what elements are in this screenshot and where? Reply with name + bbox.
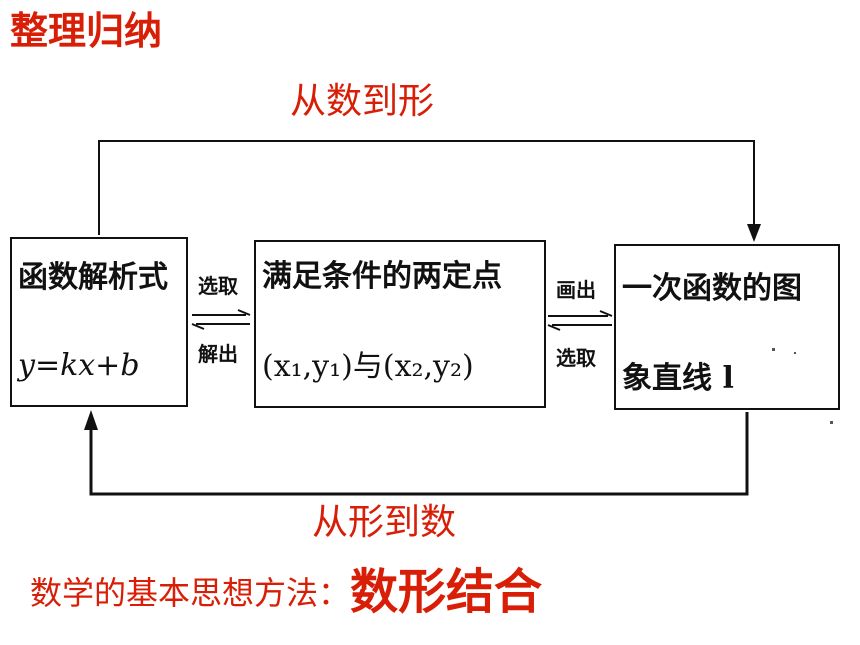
box3-line1: 一次函数的图 [622,271,802,306]
box1-line1: 函数解析式 [18,260,168,295]
page-title: 整理归纳 [10,9,163,53]
up-arrow-head [84,410,98,430]
scan-speck [772,348,775,351]
summary-emphasis: 数形结合 [350,564,543,620]
top-flow-line [98,140,755,235]
scan-speck [830,421,833,424]
arrow1-top-label: 选取 [198,274,238,298]
summary-line: 数学的基本思想方法：数形结合 [30,568,542,616]
summary-prefix: 数学的基本思想方法： [30,574,351,612]
double-arrow-1 [191,309,251,330]
box2-line1: 满足条件的两定点 [262,259,502,294]
function-expression-box: 函数解析式 y=kx+b [10,237,188,407]
arrow2-top-label: 画出 [556,278,596,302]
two-points-box: 满足条件的两定点 (x₁,y₁)与(x₂,y₂) [254,240,546,408]
arrow2-bottom-label: 选取 [556,346,596,370]
double-arrow-2 [547,310,613,331]
box1-formula: y=kx+b [18,348,140,383]
down-arrow-head [747,224,761,242]
box3-line2: 象直线 l [622,361,734,396]
arrow1-bottom-label: 解出 [198,342,238,366]
from-shape-to-number-label: 从形到数 [312,502,457,543]
box2-points: (x₁,y₁)与(x₂,y₂) [262,349,474,384]
line-graph-box: 一次函数的图 象直线 l [614,244,840,410]
from-number-to-shape-label: 从数到形 [290,81,435,122]
scan-speck [794,352,796,354]
bottom-flow-line [89,412,749,496]
